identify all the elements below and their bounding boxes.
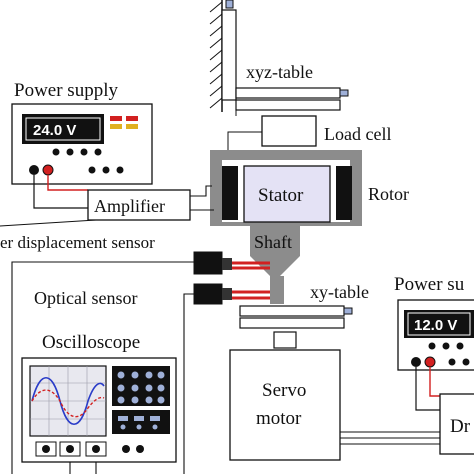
shaft <box>250 226 300 304</box>
indicator-red <box>126 116 138 121</box>
power-supply-right <box>397 299 474 371</box>
shaft-label: Shaft <box>254 232 292 252</box>
servo-motor <box>229 349 341 461</box>
indicator-red <box>110 116 122 121</box>
xyz-table <box>235 87 349 116</box>
amplifier <box>87 189 191 221</box>
stator <box>243 165 331 223</box>
driver <box>439 393 474 455</box>
servo-motor-label-line2: motor <box>256 408 302 429</box>
terminal-icon <box>42 164 54 176</box>
optical-sensor-label: Optical sensor <box>34 288 137 308</box>
xy-table <box>239 305 353 349</box>
wall-hatch-icon <box>209 0 223 112</box>
xyz-table-label: xyz-table <box>246 62 313 82</box>
sine-wave-icon <box>31 377 105 425</box>
displacement-sensor <box>193 251 270 275</box>
servo-motor-label-line1: Servo <box>262 380 306 401</box>
terminal-icon <box>411 357 421 367</box>
oscilloscope-label: Oscilloscope <box>42 332 140 353</box>
motor-assembly <box>210 150 362 226</box>
indicator-yellow <box>110 124 122 129</box>
load-cell <box>261 115 317 147</box>
stator-label: Stator <box>258 185 304 206</box>
rotor-magnet-right <box>336 166 352 220</box>
displacement-sensor-label: er displacement sensor <box>0 233 155 252</box>
voltage-readout-right: 12.0 V <box>414 317 457 334</box>
optical-sensor <box>193 283 270 305</box>
voltage-display-left <box>22 114 104 144</box>
support-knob-icon <box>225 0 234 9</box>
rotor-magnet-left <box>222 166 238 220</box>
voltage-readout-left: 24.0 V <box>33 122 76 139</box>
indicator-yellow <box>126 124 138 129</box>
power-supply-right-label: Power su <box>394 274 465 295</box>
support-column <box>221 9 237 101</box>
power-supply-left-label: Power supply <box>14 80 118 101</box>
oscilloscope <box>21 357 177 463</box>
load-cell-label: Load cell <box>324 124 391 144</box>
amplifier-label: Amplifier <box>94 196 165 216</box>
terminal-icon <box>29 165 39 175</box>
terminal-icon <box>424 356 436 368</box>
rotor-label: Rotor <box>368 184 409 204</box>
voltage-display-right <box>404 310 474 338</box>
driver-label: Dr <box>450 416 471 437</box>
power-supply-left <box>11 103 153 185</box>
xy-table-label: xy-table <box>310 282 369 302</box>
sine-wave-icon <box>31 389 105 418</box>
